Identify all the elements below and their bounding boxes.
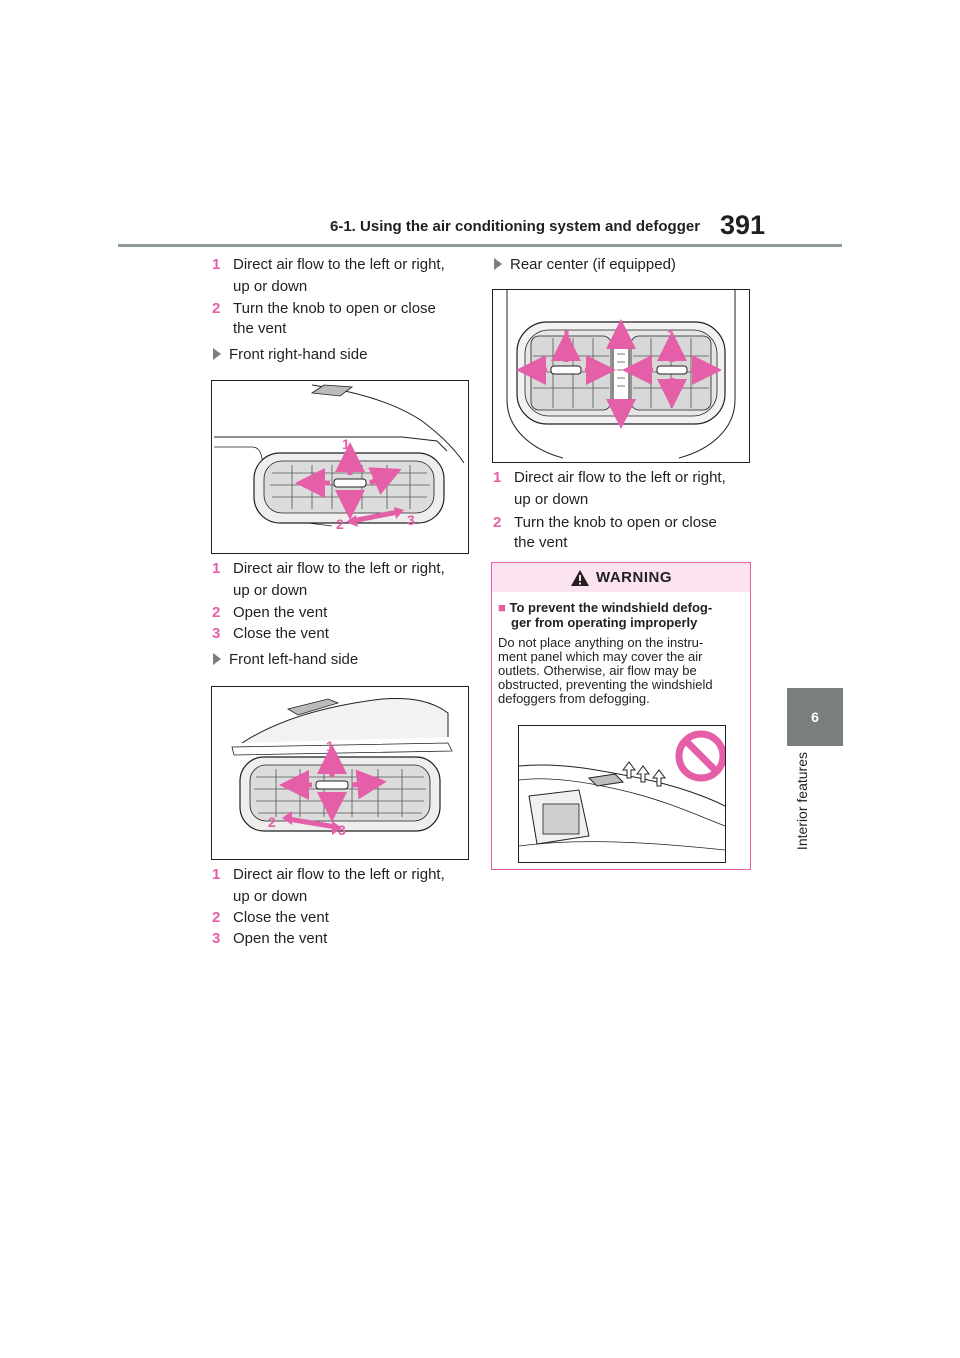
callout-1: 1 (563, 327, 571, 344)
section-title: 6-1. Using the air conditioning system a… (330, 218, 701, 235)
chapter-tab[interactable]: 6 (787, 688, 843, 746)
callout-3: 3 (338, 822, 346, 838)
triangle-bullet-icon (213, 348, 221, 360)
list-item: 3 Close the vent (212, 625, 329, 642)
section-heading-rear-center: Rear center (if equipped) (494, 256, 676, 273)
header-divider (118, 244, 842, 247)
front-left-vent-illustration: 1 2 3 (211, 686, 469, 860)
warning-box: WARNING ■ To prevent the windshield defo… (491, 562, 751, 870)
list-item: 1 Direct air flow to the left or right, … (212, 560, 445, 599)
warning-header: WARNING (492, 563, 750, 592)
triangle-bullet-icon (213, 653, 221, 665)
warning-title: WARNING (596, 569, 672, 586)
dashboard-warning-illustration (518, 725, 726, 863)
list-item: 3 Open the vent (212, 930, 328, 947)
callout-3: 3 (407, 512, 415, 528)
list-item: 2 Open the vent (212, 604, 328, 621)
list-item: 1 Direct air flow to the left or right, … (212, 256, 445, 295)
triangle-bullet-icon (494, 258, 502, 270)
callout-1: 1 (342, 436, 350, 452)
list-item: 2 Turn the knob to open or close the ven… (493, 514, 717, 551)
list-item: 2 Turn the knob to open or close the ven… (212, 300, 436, 337)
callout-1: 1 (667, 327, 675, 344)
chapter-number: 6 (811, 709, 819, 725)
warning-triangle-icon (571, 569, 589, 586)
list-item: 1 Direct air flow to the left or right, … (493, 469, 726, 508)
rear-center-vent-illustration: 1 2 1 (492, 289, 750, 463)
front-right-vent-illustration: 1 2 3 (211, 380, 469, 554)
prohibited-icon (675, 730, 725, 782)
list-item: 2 Close the vent (212, 909, 329, 926)
section-heading-front-left: Front left-hand side (213, 651, 358, 668)
section-heading-front-right: Front right-hand side (213, 346, 367, 363)
page-number: 391 (720, 210, 766, 240)
warning-subheading: ■ To prevent the windshield defog- ger f… (498, 600, 713, 630)
callout-1: 1 (326, 738, 334, 754)
callout-2: 2 (268, 814, 276, 830)
warning-body: Do not place anything on the instru- men… (498, 635, 713, 706)
square-bullet-icon: ■ (498, 600, 506, 615)
callout-2: 2 (336, 516, 344, 532)
list-item: 1 Direct air flow to the left or right, … (212, 866, 445, 905)
callout-2: 2 (617, 327, 625, 344)
chapter-label: Interior features (794, 752, 810, 851)
